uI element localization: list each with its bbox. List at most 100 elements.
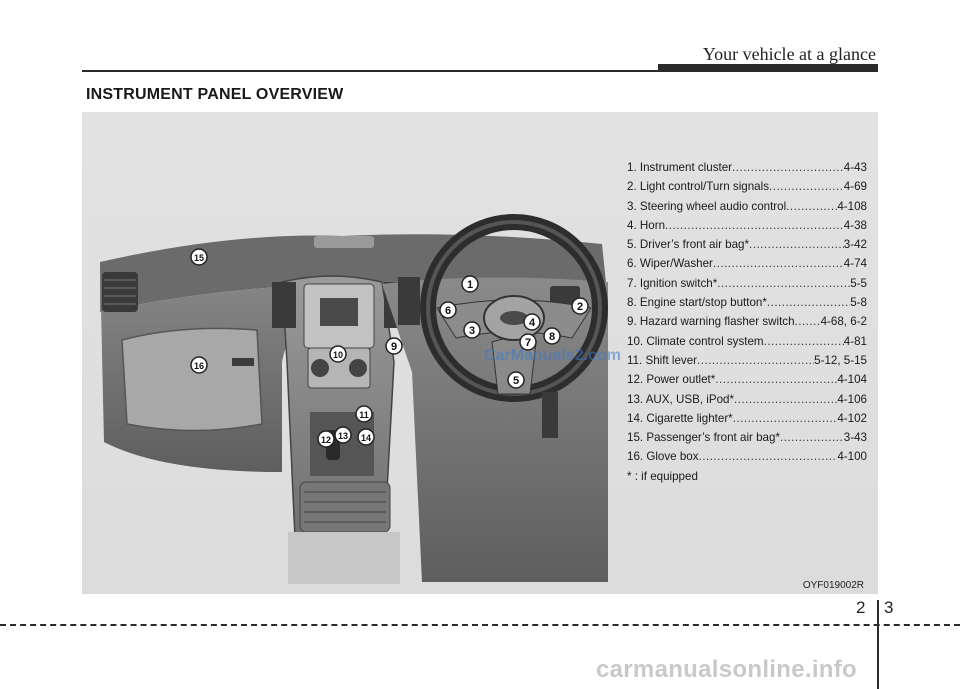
leader-dots bbox=[764, 332, 844, 351]
legend-item-page: 5-5 bbox=[850, 276, 867, 290]
leader-dots bbox=[749, 235, 844, 254]
leader-dots bbox=[717, 274, 850, 293]
callout-label: 11 bbox=[359, 410, 369, 420]
chapter-number: 2 bbox=[856, 598, 866, 617]
callout-label: 5 bbox=[513, 375, 519, 387]
legend-item: 4. Horn 4-38 bbox=[627, 216, 867, 235]
legend-item-label: 15. Passenger’s front air bag* bbox=[627, 431, 780, 445]
leader-dots bbox=[734, 390, 837, 409]
legend-item: 14. Cigarette lighter* 4-102 bbox=[627, 409, 867, 428]
legend-item-label: 11. Shift lever bbox=[627, 353, 698, 367]
leader-dots bbox=[715, 370, 837, 389]
callout-label: 13 bbox=[338, 431, 348, 441]
figure-watermark: CarManuals2.com bbox=[484, 347, 621, 364]
site-watermark: carmanualsonline.info bbox=[596, 656, 858, 683]
callout-label: 10 bbox=[333, 350, 343, 360]
leader-dots bbox=[732, 158, 844, 177]
legend-item-page: 4-38 bbox=[843, 218, 867, 232]
leader-dots bbox=[780, 428, 844, 447]
legend-item-label: 12. Power outlet* bbox=[627, 373, 716, 387]
legend-item-page: 4-43 bbox=[843, 161, 867, 174]
legend-item-label: 7. Ignition switch* bbox=[627, 276, 718, 290]
legend-item: 15. Passenger’s front air bag* 3-43 bbox=[627, 428, 867, 447]
callout-1: 1 bbox=[461, 275, 479, 293]
legend-item: 8. Engine start/stop button* 5-8 bbox=[627, 293, 867, 312]
callout-label: 4 bbox=[529, 317, 536, 329]
callout-label: 16 bbox=[194, 361, 204, 371]
callout-2: 2 bbox=[571, 297, 589, 315]
legend-item-label: 10. Climate control system bbox=[627, 334, 764, 348]
legend-item-label: 2. Light control/Turn signals bbox=[627, 180, 769, 194]
legend-item-page: 3-43 bbox=[843, 431, 867, 445]
legend-item: 16. Glove box 4-100 bbox=[627, 447, 867, 466]
callout-10: 10 bbox=[329, 345, 347, 363]
legend-item: 3. Steering wheel audio control4-108 bbox=[627, 197, 867, 216]
callout-label: 14 bbox=[361, 433, 371, 443]
callout-label: 2 bbox=[577, 301, 583, 313]
leader-dots bbox=[767, 293, 850, 312]
legend-item: 12. Power outlet* 4-104 bbox=[627, 370, 867, 389]
legend-item-page: 5-12, 5-15 bbox=[814, 353, 867, 367]
callout-5: 5 bbox=[507, 371, 525, 389]
legend-item-page: 4-106 bbox=[837, 392, 867, 406]
legend-item: 5. Driver’s front air bag* 3-42 bbox=[627, 235, 867, 254]
callout-12: 12 bbox=[317, 430, 335, 448]
page-title: INSTRUMENT PANEL OVERVIEW bbox=[86, 86, 344, 103]
legend-item: 13. AUX, USB, iPod* 4-106 bbox=[627, 390, 867, 409]
callout-7: 7 bbox=[519, 333, 537, 351]
callout-4: 4 bbox=[523, 313, 541, 331]
callout-14: 14 bbox=[357, 428, 375, 446]
legend-item: 1. Instrument cluster 4-43 bbox=[627, 158, 867, 177]
legend-item-page: 5-8 bbox=[850, 296, 867, 310]
callout-3: 3 bbox=[463, 321, 481, 339]
callout-9: 9 bbox=[385, 337, 403, 355]
legend-item-label: 9. Hazard warning flasher switch bbox=[627, 315, 795, 329]
legend-item: 9. Hazard warning flasher switch 4-68, 6… bbox=[627, 312, 867, 331]
header-rule bbox=[82, 70, 878, 72]
callout-label: 12 bbox=[321, 435, 331, 445]
callout-label: 1 bbox=[467, 279, 473, 291]
leader-dots bbox=[713, 254, 844, 273]
legend-item-label: 5. Driver’s front air bag* bbox=[627, 238, 750, 252]
image-code: OYF019002R bbox=[802, 580, 864, 591]
page-number: 3 bbox=[884, 598, 894, 617]
callout-label: 6 bbox=[445, 305, 451, 317]
footer-dashed-rule bbox=[0, 624, 960, 626]
legend-item-page: 4-102 bbox=[837, 411, 867, 425]
leader-dots bbox=[699, 447, 838, 466]
legend-item-page: 4-68, 6-2 bbox=[820, 315, 867, 329]
legend-item-label: 4. Horn bbox=[627, 218, 666, 232]
leader-dots bbox=[786, 197, 837, 216]
callout-6: 6 bbox=[439, 301, 457, 319]
callout-8: 8 bbox=[543, 327, 561, 345]
leader-dots bbox=[665, 216, 844, 235]
callout-11: 11 bbox=[355, 405, 373, 423]
section-title: Your vehicle at a glance bbox=[702, 44, 876, 64]
legend-item: 6. Wiper/Washer4-74 bbox=[627, 254, 867, 273]
callout-15: 15 bbox=[190, 248, 208, 266]
legend-item-label: 1. Instrument cluster bbox=[627, 161, 733, 174]
callout-16: 16 bbox=[190, 356, 208, 374]
callout-label: 3 bbox=[469, 325, 475, 337]
legend-item: 10. Climate control system 4-81 bbox=[627, 332, 867, 351]
legend-list: 1. Instrument cluster 4-43 2. Light contro… bbox=[627, 158, 867, 486]
legend-item-label: 14. Cigarette lighter* bbox=[627, 411, 733, 425]
callout-label: 9 bbox=[391, 341, 397, 353]
legend-item-label: 13. AUX, USB, iPod* bbox=[627, 392, 734, 406]
callout-label: 7 bbox=[525, 337, 531, 349]
leader-dots bbox=[733, 409, 838, 428]
callout-13: 13 bbox=[334, 426, 352, 444]
footnote: * : if equipped bbox=[627, 469, 698, 483]
leader-dots bbox=[697, 351, 814, 370]
legend-item-label: 8. Engine start/stop button* bbox=[627, 296, 767, 310]
legend-item-label: 16. Glove box bbox=[627, 450, 699, 464]
legend-item: 2. Light control/Turn signals 4-69 bbox=[627, 177, 867, 196]
legend-item-page: 4-81 bbox=[843, 334, 867, 348]
legend-item-page: 4-74 bbox=[843, 257, 867, 271]
leader-dots bbox=[769, 177, 844, 196]
leader-dots bbox=[795, 312, 821, 331]
legend-item-page: 4-104 bbox=[837, 373, 867, 387]
